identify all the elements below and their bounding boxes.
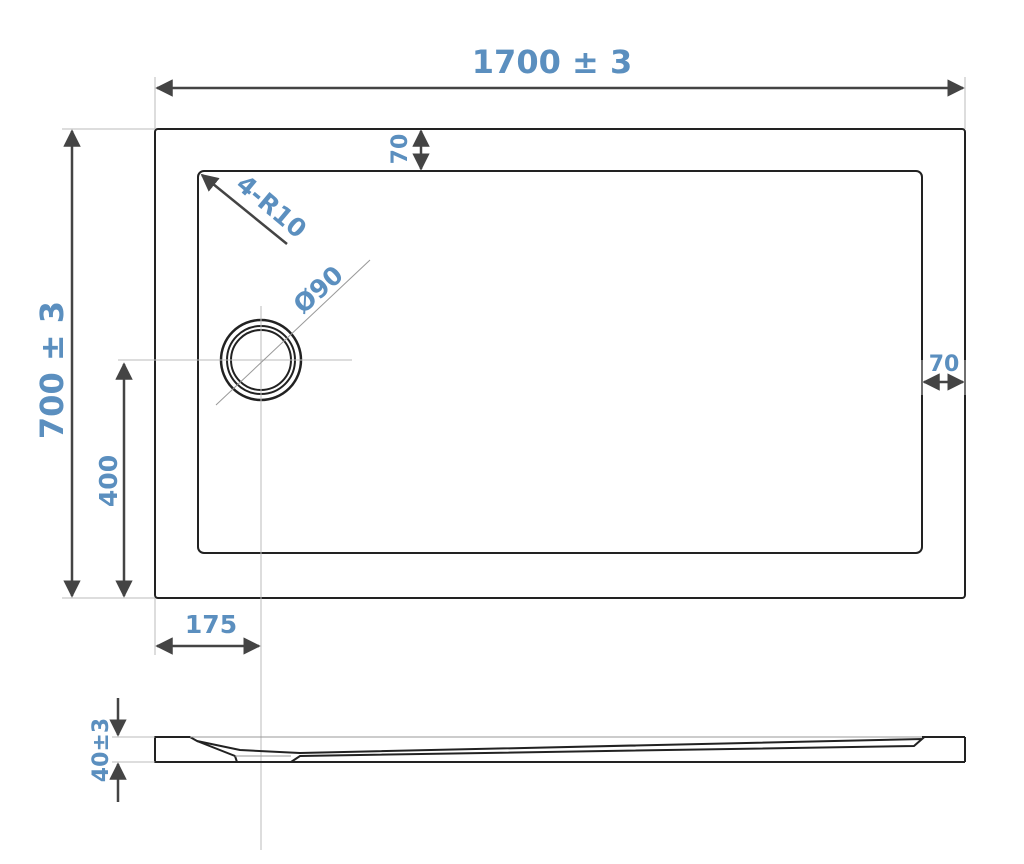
length-label: 1700 ± 3 — [472, 43, 632, 81]
corner-radius-leader — [200, 173, 288, 245]
width-label: 700 ± 3 — [33, 301, 71, 439]
top-view — [118, 128, 966, 850]
drain-diameter-label: Ø90 — [288, 260, 349, 319]
drain-from-bottom-label: 400 — [94, 455, 123, 507]
tray-inner-outline — [197, 170, 923, 554]
rim-side-label: 70 — [929, 352, 960, 377]
height-label: 40±3 — [89, 718, 114, 782]
side-profile-outline — [154, 736, 239, 763]
extension-lines — [62, 77, 966, 655]
side-view — [112, 736, 966, 763]
rim-top-label: 70 — [388, 134, 413, 165]
drain-diameter-line — [215, 259, 371, 406]
drain-from-left-label: 175 — [185, 610, 237, 639]
